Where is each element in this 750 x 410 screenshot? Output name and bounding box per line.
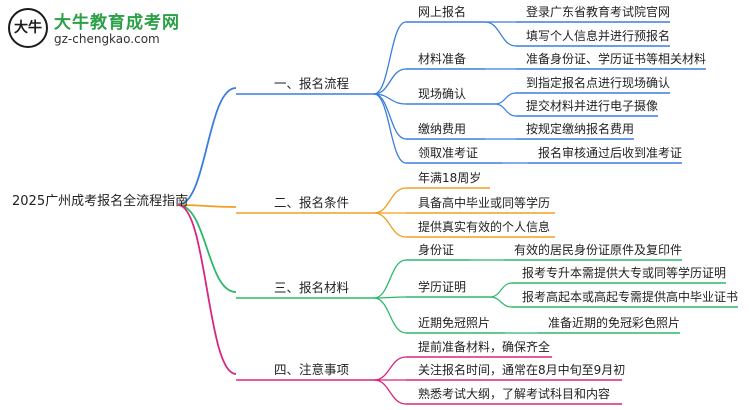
detail-label: 填写个人信息并进行预报名 <box>526 28 670 43</box>
item-connector <box>373 21 407 95</box>
detail-connector <box>494 103 517 117</box>
mindmap-nodes: 2025广州成考报名全流程指南 一、报名流程 网上报名 登录广东省教育考试院官网填写个… <box>12 4 738 401</box>
item-connector <box>373 356 407 381</box>
detail-label: 准备近期的免冠彩色照片 <box>548 315 680 330</box>
detail-label: 报考高起本或高起专需提供高中毕业证书 <box>522 289 738 304</box>
branch-label: 四、注意事项 <box>274 362 349 377</box>
logo-url: gz-chengkao.com <box>54 32 160 46</box>
detail-label: 到指定报名点进行现场确认 <box>526 75 670 90</box>
item-label: 具备高中毕业或同等学历 <box>418 195 550 210</box>
branch-connector <box>177 204 237 375</box>
detail-label: 准备身份证、学历证书等相关材料 <box>526 51 706 66</box>
item-label: 熟悉考试大纲，了解考试科目和内容 <box>418 386 610 401</box>
item-connector <box>373 187 407 214</box>
item-label: 关注报名时间，通常在8月中旬至9月初 <box>418 362 625 377</box>
item-label: 缴纳费用 <box>418 121 466 136</box>
branch-label: 一、报名流程 <box>274 76 350 91</box>
item-connector <box>373 297 407 334</box>
item-label: 现场确认 <box>418 87 466 101</box>
item-connector <box>373 212 407 238</box>
detail-label: 有效的居民身份证原件及复印件 <box>514 242 682 257</box>
item-connector <box>373 68 407 95</box>
item-label: 学历证明 <box>418 279 466 294</box>
detail-label: 报名审核通过后收到准考证 <box>538 145 682 160</box>
detail-label: 提交材料并进行电子摄像 <box>526 98 658 113</box>
item-label: 网上报名 <box>418 4 466 19</box>
branch-connector <box>177 87 237 206</box>
detail-label: 按规定缴纳报名费用 <box>526 121 634 136</box>
item-label: 年满18周岁 <box>418 170 481 185</box>
mindmap-connectors <box>177 21 738 405</box>
item-connector <box>373 379 407 405</box>
item-connector <box>373 93 407 164</box>
logo-title: 大牛教育成考网 <box>54 13 180 33</box>
item-connector <box>373 259 407 299</box>
item-label: 身份证 <box>418 242 454 257</box>
branch-connector <box>177 204 237 208</box>
item-label: 提前准备材料，确保齐全 <box>418 339 550 354</box>
logo-mark-icon: 大牛 <box>8 8 48 48</box>
item-label: 近期免冠照片 <box>418 315 490 330</box>
item-label: 提供真实有效的个人信息 <box>418 219 550 234</box>
detail-connector <box>494 92 517 105</box>
branch-connector <box>177 204 237 293</box>
branch-label: 三、报名材料 <box>274 280 350 295</box>
detail-connector <box>489 282 513 298</box>
detail-connector <box>489 296 513 308</box>
detail-connector <box>484 21 517 47</box>
brand-logo: 大牛 大牛教育成考网 gz-chengkao.com <box>6 8 196 52</box>
detail-label: 报考专升本需提供大专或同等学历证明 <box>522 265 726 280</box>
root-topic: 2025广州成考报名全流程指南 <box>12 193 188 209</box>
item-connector <box>373 93 407 140</box>
item-label: 材料准备 <box>418 52 466 66</box>
item-label: 领取准考证 <box>418 146 478 160</box>
branch-label: 二、报名条件 <box>274 195 349 210</box>
detail-label: 登录广东省教育考试院官网 <box>526 4 670 19</box>
